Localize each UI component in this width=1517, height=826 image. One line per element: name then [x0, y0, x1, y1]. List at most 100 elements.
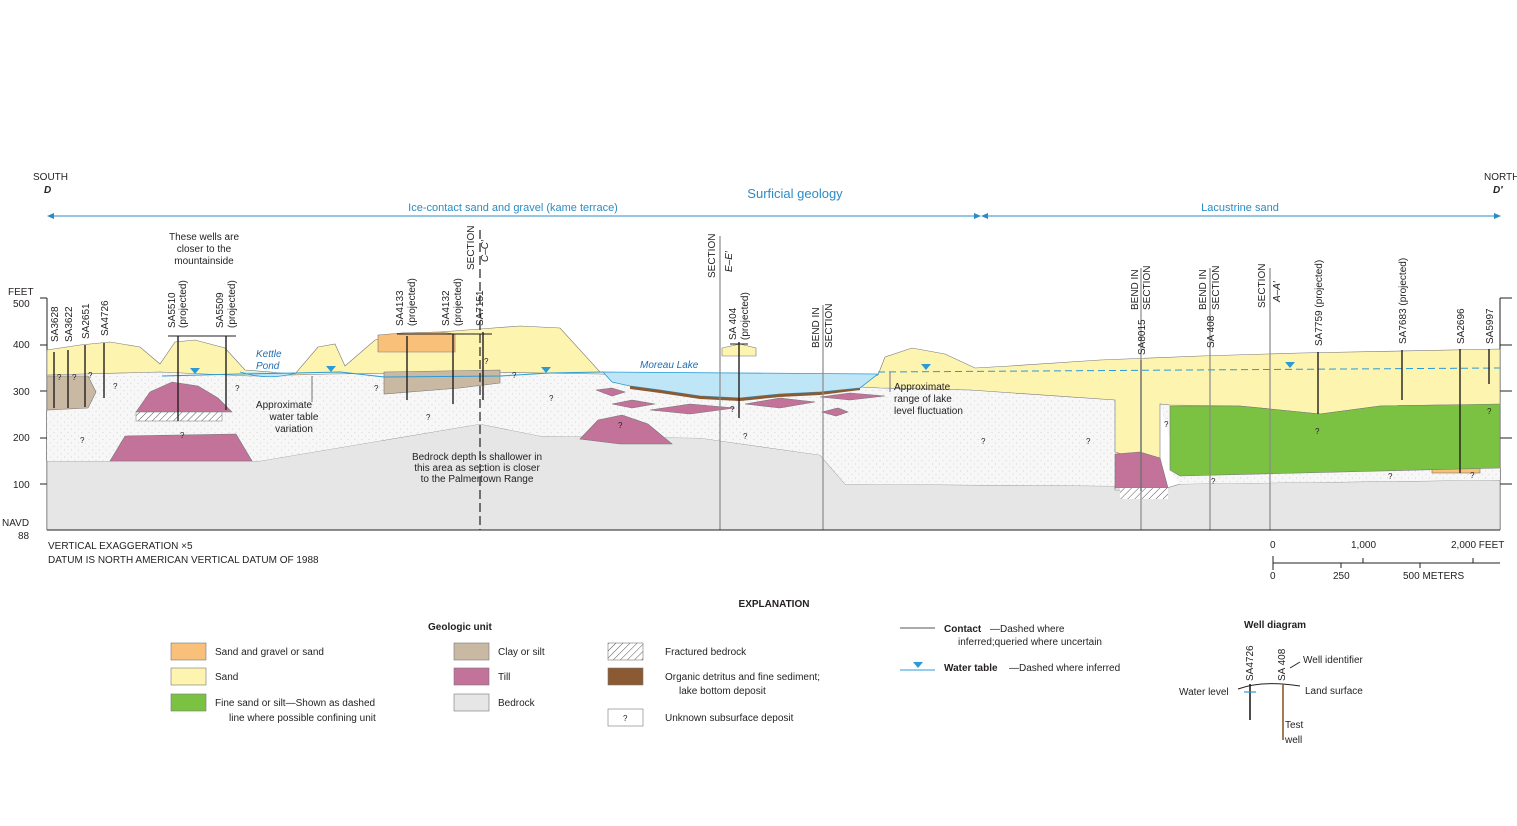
query-mark: ? [113, 382, 118, 391]
annotations: These wells are closer to the mountainsi… [169, 232, 963, 485]
section-labels: SECTION C–C′ SECTION E–E′ BEND IN SECTIO… [466, 226, 1283, 348]
query-mark: ? [981, 437, 986, 446]
section-lines [311, 230, 1271, 530]
legend-swatch-fractured [607, 642, 644, 661]
well-diagram-land-surface-label: Land surface [1305, 686, 1363, 697]
query-mark: ? [743, 432, 748, 441]
well-label-sa3628: SA3628 [50, 306, 61, 342]
till-south-upper [135, 381, 233, 413]
till-lake-4 [649, 403, 736, 415]
section-aa-letters: A–A′ [1272, 280, 1283, 303]
well-label-sa4132-projected: (projected) [453, 278, 464, 326]
legend-swatch-unknown [607, 708, 644, 727]
legend-contact-2: inferred;queried where uncertain [958, 637, 1102, 648]
well-label-sa7683: SA7683 (projected) [1398, 258, 1409, 344]
till-lake-1 [579, 414, 673, 445]
scale-ft-2000: 2,000 FEET [1451, 540, 1504, 551]
datum-label-navd: NAVD [2, 518, 29, 529]
legend-label-organic-1: Organic detritus and fine sediment; [665, 672, 820, 683]
well-label-sa5997: SA5997 [1485, 308, 1496, 344]
legend-swatch-fine [170, 693, 207, 712]
till-south-lower [109, 433, 253, 462]
lake-range-2: range of lake [894, 394, 952, 405]
query-mark: ? [1487, 407, 1492, 416]
kettle-pond-label-1: Kettle [256, 349, 282, 360]
well-diagram-test-2: well [1284, 735, 1302, 746]
bend-in-section-2a: BEND IN [1130, 269, 1141, 310]
query-mark: ? [1470, 471, 1475, 480]
section-ee-word: SECTION [707, 234, 718, 278]
axis-tick-100: 100 [13, 480, 30, 491]
query-mark: ? [80, 436, 85, 445]
well-diagram-land-surface [1237, 683, 1301, 690]
query-mark: ? [1164, 420, 1169, 429]
legend-label-fine-2: line where possible confining unit [229, 713, 376, 724]
ice-contact-label: Ice-contact sand and gravel (kame terrac… [408, 202, 618, 214]
legend-label-fractured: Fractured bedrock [665, 647, 747, 658]
scale-m-250: 250 [1333, 571, 1350, 582]
query-mark: ? [512, 371, 517, 380]
legend-swatch-bedrock [453, 693, 490, 712]
bend-in-section-1b: SECTION [824, 304, 835, 348]
legend-label-till: Till [498, 672, 510, 683]
bedrock-note-2: this area as section is closer [414, 463, 540, 474]
well-diagram-test-1: Test [1285, 720, 1304, 731]
well-diagram-identifier: Well identifier [1303, 655, 1364, 666]
datum-label-88: 88 [18, 531, 30, 542]
scale-ft-1000: 1,000 [1351, 540, 1376, 551]
well-label-sa7151: SA7151 [475, 290, 486, 326]
surficial-title: Surficial geology [747, 186, 843, 201]
organic-lake-bottom [630, 386, 860, 401]
till-lake-2 [595, 387, 627, 397]
till-lake-7 [820, 407, 849, 417]
till-lake-6 [819, 392, 886, 401]
legend-swatch-clay [453, 642, 490, 661]
north-label: NORTH [1484, 172, 1517, 183]
query-mark: ? [72, 373, 77, 382]
approx-wt-1: Approximate [256, 400, 313, 411]
query-mark: ? [180, 431, 185, 440]
sand-gravel-unit-a [377, 331, 456, 353]
water-table-line [161, 371, 604, 378]
till-lake-3 [611, 399, 656, 409]
legend-swatch-organic [607, 667, 644, 686]
section-cc-letters: C–C′ [480, 239, 491, 262]
south-label: SOUTH [33, 172, 68, 183]
legend-swatch-unknown-q: ? [623, 714, 628, 723]
well-label-sa408: SA 408 [1206, 315, 1217, 348]
query-marks: ? ? ? ? ? ? ? ? ? ? ? ? ? ? ? ? ? ? ? ? … [57, 357, 1492, 486]
moreau-lake-label: Moreau Lake [640, 360, 699, 371]
bedrock-note-1: Bedrock depth is shallower in [412, 452, 542, 463]
well-diagram-water-level-label: Water level [1179, 687, 1229, 698]
till-lake-5 [744, 397, 816, 409]
legend-label-clay: Clay or silt [498, 647, 545, 658]
query-mark: ? [1388, 472, 1393, 481]
well-label-sa2696: SA2696 [1456, 308, 1467, 344]
well-label-sa4133-projected: (projected) [407, 278, 418, 326]
query-mark: ? [1211, 477, 1216, 486]
well-label-sa5510-projected: (projected) [178, 280, 189, 328]
closer-note-2: closer to the [177, 244, 232, 255]
axis-units-label: FEET [8, 287, 34, 298]
legend-swatch-sand-gravel [170, 642, 207, 661]
left-axis: FEET 500 400 300 200 100 NAVD 88 [2, 287, 48, 542]
well-label-sa4133: SA4133 [395, 290, 406, 326]
right-axis [1499, 297, 1512, 530]
well-label-sa5510: SA5510 [167, 292, 178, 328]
vertical-exaggeration: VERTICAL EXAGGERATION ×5 [48, 541, 193, 552]
approx-wt-3: variation [275, 424, 313, 435]
query-mark: ? [730, 405, 735, 414]
geologic-unit-heading: Geologic unit [428, 622, 493, 633]
scale-m-500: 500 METERS [1403, 571, 1464, 582]
query-mark: ? [235, 384, 240, 393]
fine-sand-unit [1169, 403, 1501, 477]
bedrock-note-3: to the Palmertown Range [421, 474, 534, 485]
well-diagram-sa4726: SA4726 [1245, 645, 1256, 681]
query-mark: ? [1315, 427, 1320, 436]
lake-range-1: Approximate [894, 382, 951, 393]
well-diagram-identifier-leader [1289, 661, 1301, 669]
lake-range-3: level fluctuation [894, 406, 963, 417]
explanation-title: EXPLANATION [739, 599, 810, 610]
query-mark: ? [484, 357, 489, 366]
scale-bar: 0 1,000 2,000 FEET 0 250 500 METERS [1270, 540, 1504, 582]
